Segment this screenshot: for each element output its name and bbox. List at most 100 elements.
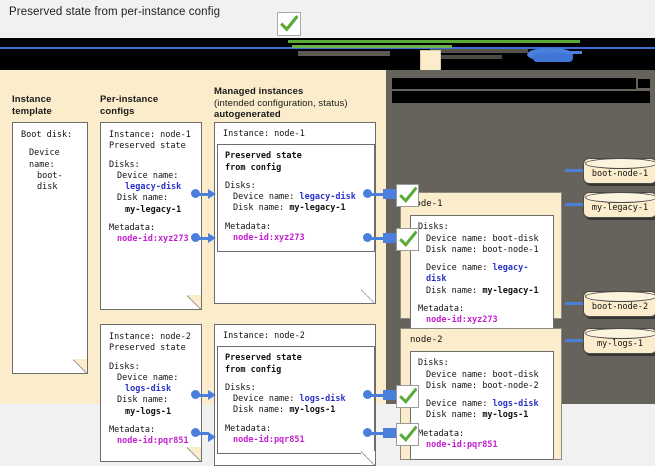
template-boot-disk-heading: Boot disk: [21,130,73,140]
disk-connector-line [565,302,583,305]
green-check-icon [396,184,419,207]
disk-label: boot-node-2 [591,302,649,312]
cfg2-instance-line: Instance: node-2 [109,332,191,342]
connector-line [199,394,209,397]
template-device-label: Device name: [29,148,60,170]
cfg2-device-label: Device name: [117,372,179,383]
mi2-inner-card: Preserved state from config Disks: Devic… [217,346,375,455]
legend-label-redaction-3 [436,55,502,59]
disk-label: boot-node-1 [591,169,649,179]
mi2-metadata-label: Metadata: [225,423,272,434]
cfg2-diskname-value: my-logs-1 [125,406,172,417]
page-fold-icon [73,359,88,374]
mi1-metadata-label: Metadata: [225,221,272,232]
connector-dot [363,189,372,198]
connector-dot [363,233,372,242]
cfg2-diskname-label: Disk name: [117,395,169,406]
cfg1-diskname-value: my-legacy-1 [125,204,182,215]
managed-instance-card-node-1: Instance: node-1 Preserved state from co… [214,122,376,304]
cfg2-disks-label: Disks: [109,361,140,372]
cfg1-device-label: Device name: [117,170,179,181]
node1-disks-label: Disks: [418,222,449,233]
connector-square [383,233,396,243]
page-fold-icon [187,447,202,462]
column-heading-managed-instances: Managed instances (intended configuratio… [214,86,384,121]
node2-metadata-value: node-id:pqr851 [426,440,498,451]
disk-cylinder: boot-node-2 [583,291,655,317]
node1-title: node-1 [410,199,443,209]
right-panel-heading-redacted [392,78,650,106]
cfg1-instance-line: Instance: node-1 [109,130,191,140]
connector-dot [191,233,200,242]
disk-cylinder: my-legacy-1 [583,192,655,218]
node1-metadata-value: node-id:xyz273 [426,315,498,326]
node1-extra-diskname-value: my-legacy-1 [482,285,539,296]
col-managed-line1: Managed instances [214,86,304,97]
connector-square [383,189,396,199]
connector-line [371,394,384,397]
node2-title: node-2 [410,335,443,345]
connector-arrow-icon [208,432,216,442]
node2-boot-diskname: Disk name: boot-node-2 [426,380,539,391]
cfg1-state-line: Preserved state [109,141,186,152]
mi2-device-value: logs-disk [299,394,346,405]
mi1-device-value: legacy-disk [299,192,356,203]
col-managed-line2: (intended configuration, status) [214,97,348,109]
disk-connector-line [565,203,583,206]
green-check-icon [396,423,419,446]
managed-instance-card-node-2: Instance: node-2 Preserved state from co… [214,324,376,466]
node2-extra-diskname-label: Disk name: [426,410,478,421]
connector-dot [191,189,200,198]
mi1-preserved-line1: Preserved state [225,151,302,162]
mi2-metadata-value: node-id:pqr851 [233,435,305,446]
col-template-line2: template [12,105,52,117]
page-fold-icon [361,289,376,304]
connector-square [383,390,396,400]
legend-green-rule [288,40,580,43]
node1-metadata-label: Metadata: [418,304,465,315]
green-check-icon [277,12,301,36]
node-box-node-2: node-2 Disks: Device name: boot-disk Dis… [400,328,562,461]
cfg1-diskname-label: Disk name: [117,193,169,204]
green-check-icon [396,385,419,408]
page-fold-icon [187,295,202,310]
mi2-diskname-value: my-logs-1 [289,405,336,416]
green-check-icon [396,228,419,251]
cfg1-metadata-value: node-id:xyz273 [117,234,189,245]
legend-blue-rule [0,47,655,49]
mi2-preserved-line1: Preserved state [225,353,302,364]
disk-cylinder: boot-node-1 [583,158,655,184]
legend-label-redaction-2 [430,49,528,53]
mi2-disks-label: Disks: [225,382,256,393]
cfg2-state-line: Preserved state [109,343,186,354]
col-configs-line1: Per-instance [100,94,159,105]
node2-extra-device-value: logs-disk [492,399,539,410]
mi2-device-label: Device name: [233,394,295,405]
cfg1-device-value: legacy-disk [125,182,182,193]
connector-square [383,428,396,438]
mi2-title: Instance: node-2 [223,331,305,341]
tan-box-icon [420,50,441,70]
legend-label-redaction-1 [298,51,390,56]
node2-metadata-label: Metadata: [418,428,465,439]
cfg2-device-value: logs-disk [125,384,172,395]
blue-disk-connector-icon [566,51,582,54]
mi1-diskname-value: my-legacy-1 [289,203,346,214]
connector-dot [191,390,200,399]
template-device-value: boot-disk [37,170,63,193]
page-title: Preserved state from per-instance config [9,6,221,18]
col-managed-line3: autogenerated [214,109,281,120]
node1-inner-card: Disks: Device name: boot-disk Disk name:… [410,215,554,336]
node2-boot-device: Device name: boot-disk [426,369,539,380]
col-template-line1: Instance [12,94,52,105]
mi2-diskname-label: Disk name: [233,405,285,416]
connector-arrow-icon [208,390,216,400]
mi1-disks-label: Disks: [225,180,256,191]
connector-dot [363,390,372,399]
disk-label: my-legacy-1 [591,203,649,213]
disk-connector-line [565,339,583,342]
cfg1-metadata-label: Metadata: [109,223,156,234]
node1-extra-device-value: legacy-disk [426,263,529,285]
node1-extra-diskname-label: Disk name: [426,285,478,296]
connector-arrow-icon [208,189,216,199]
